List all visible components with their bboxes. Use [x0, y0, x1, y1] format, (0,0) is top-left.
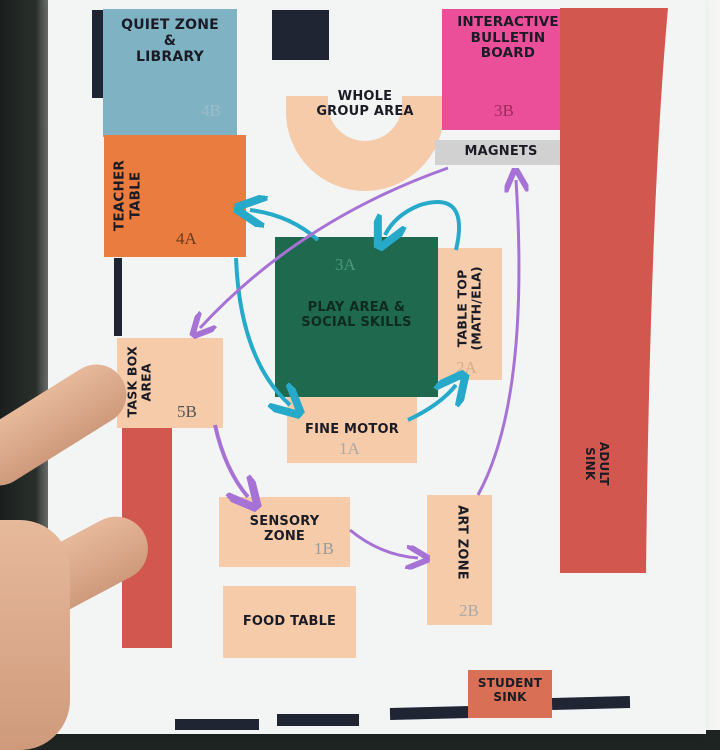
table-top-line1: TABLE TOP: [454, 269, 470, 348]
wall-bottom-1: [175, 719, 259, 730]
zone-interactive-bulletin-board: INTERACTIVE BULLETIN BOARD 3B: [442, 9, 574, 130]
art-zone-label: ART ZONE: [454, 505, 470, 580]
task-box-line2: AREA: [139, 363, 154, 402]
whole-group-line2: GROUP AREA: [316, 103, 414, 119]
zone-student-sink: STUDENT SINK: [468, 670, 552, 718]
student-sink-line2: SINK: [493, 689, 527, 704]
quiet-zone-code: 4B: [201, 101, 221, 120]
sensory-line1: SENSORY: [249, 514, 320, 529]
bulletin-line1: INTERACTIVE: [457, 14, 559, 30]
play-area-line2: SOCIAL SKILLS: [301, 314, 412, 330]
zone-play-area-social-skills: 3A PLAY AREA & SOCIAL SKILLS: [275, 237, 438, 397]
quiet-zone-line3: LIBRARY: [136, 49, 204, 66]
task-box-code: 5B: [177, 402, 197, 421]
whole-group-label: WHOLE GROUP AREA: [300, 89, 430, 120]
zone-fine-motor: FINE MOTOR 1A: [287, 397, 417, 463]
zone-teacher-table: TEACHER TABLE 4A: [104, 135, 246, 257]
wall-top-left-vertical: [92, 10, 106, 98]
wall-door-block: [272, 10, 329, 60]
fine-motor-code: 1A: [339, 439, 360, 458]
adult-sink-label: ADULT SINK: [582, 434, 611, 494]
zone-sensory: SENSORY ZONE 1B: [219, 497, 350, 567]
zone-table-top-math-ela: TABLE TOP (MATH/ELA) 2A: [438, 248, 502, 380]
table-top-line2: (MATH/ELA): [469, 266, 484, 351]
food-table-label: FOOD TABLE: [242, 614, 337, 629]
adult-sink-line2: SINK: [583, 447, 597, 481]
table-top-code: 2A: [456, 358, 477, 377]
zone-task-box-area: TASK BOX AREA 5B: [117, 338, 223, 428]
hand-palm: [0, 520, 70, 750]
quiet-zone-line1: QUIET ZONE: [121, 17, 219, 33]
fine-motor-label: FINE MOTOR: [305, 422, 399, 437]
adult-sink-line1: ADULT: [596, 441, 611, 486]
sensory-line2: ZONE: [263, 528, 306, 544]
zone-magnets: MAGNETS: [435, 140, 567, 165]
teacher-table-code: 4A: [176, 229, 197, 248]
whole-group-line1: WHOLE: [337, 89, 393, 104]
teacher-table-line2: TABLE: [127, 171, 143, 220]
bulletin-line3: BOARD: [480, 45, 536, 62]
zone-quiet-library: QUIET ZONE & LIBRARY 4B: [103, 9, 237, 137]
wall-left-mid: [114, 258, 122, 336]
play-area-line1: PLAY AREA &: [307, 300, 406, 315]
student-sink-line1: STUDENT: [477, 676, 543, 690]
zone-adult-sink: [560, 8, 668, 573]
teacher-table-line1: TEACHER: [111, 159, 128, 232]
zone-food-table: FOOD TABLE: [223, 586, 356, 658]
bulletin-code: 3B: [494, 101, 514, 120]
quiet-zone-line2: &: [163, 33, 177, 50]
wall-bottom-2: [277, 714, 359, 726]
wall-bottom-4: [551, 695, 631, 711]
task-box-line1: TASK BOX: [124, 346, 140, 418]
play-area-code: 3A: [335, 255, 356, 274]
wall-bottom-3: [389, 705, 471, 721]
bulletin-line2: BULLETIN: [470, 29, 546, 46]
magnets-label: MAGNETS: [464, 144, 538, 159]
zone-art: ART ZONE 2B: [427, 495, 492, 625]
art-zone-code: 2B: [459, 601, 479, 620]
sensory-code: 1B: [314, 539, 334, 558]
